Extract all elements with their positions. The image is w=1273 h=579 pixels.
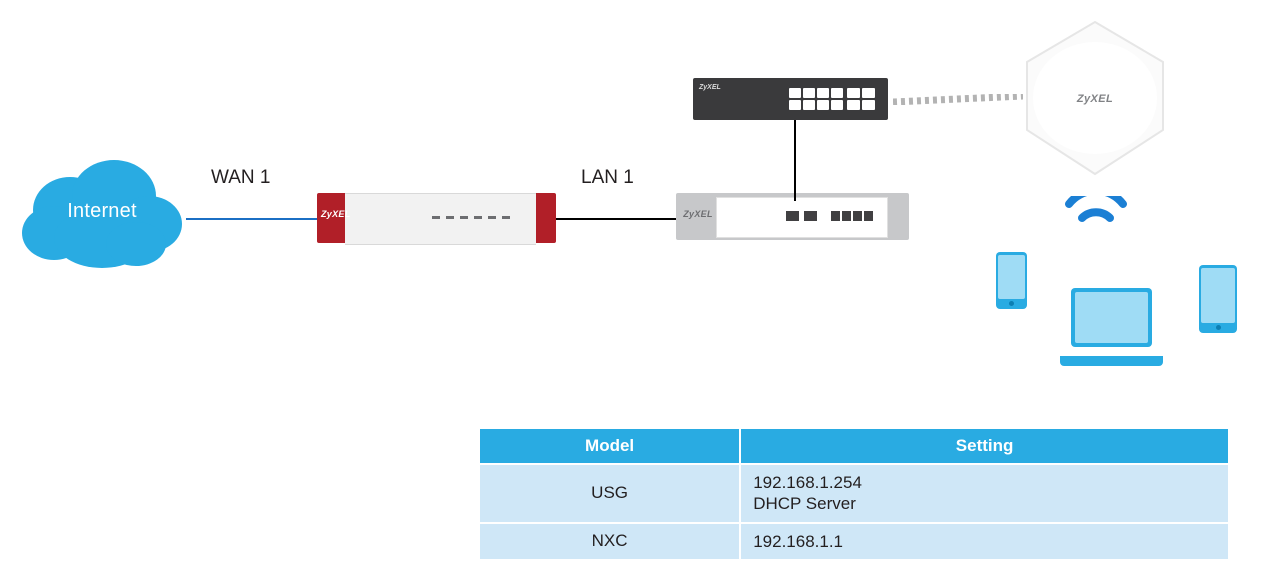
table-header-model: Model: [477, 427, 742, 465]
switch-icon: ZyXEL: [693, 78, 888, 120]
settings-table: Model Setting USG 192.168.1.254 DHCP Ser…: [477, 427, 1230, 561]
ap-brand-label: ZyXEL: [1076, 93, 1114, 105]
cloud-icon: [18, 158, 186, 276]
cell-model-usg: USG: [477, 463, 742, 524]
switch-brand-label: ZyXEL: [699, 84, 721, 91]
wifi-signal-icon: [1065, 186, 1127, 232]
cell-setting-usg: 192.168.1.254 DHCP Server: [739, 463, 1230, 524]
switch-to-nxc-line: [794, 120, 796, 201]
wan-link-label: WAN 1: [211, 167, 271, 188]
tablet-icon: [1199, 265, 1237, 333]
wan-link-line: [186, 218, 317, 220]
lan-link-line: [556, 218, 680, 220]
table-row: USG 192.168.1.254 DHCP Server: [477, 463, 1230, 524]
smartphone-icon: [996, 252, 1027, 309]
nxc-brand-label: ZyXEL: [683, 209, 713, 219]
usg-firewall-icon: ZyXEL: [317, 193, 556, 245]
usg-port-row: [432, 216, 510, 219]
internet-label: Internet: [67, 200, 137, 222]
switch-port-group-left: [789, 88, 843, 110]
usg-brand-label: ZyXEL: [321, 209, 351, 219]
table-row: NXC 192.168.1.1: [477, 521, 1230, 561]
table-header-row: Model Setting: [477, 427, 1230, 465]
cell-setting-nxc: 192.168.1.1: [739, 521, 1230, 561]
lan-link-label: LAN 1: [581, 167, 634, 188]
wireless-link-line: [892, 92, 1024, 106]
nxc-controller-icon: ZyXEL: [676, 193, 909, 240]
access-point-icon: [1011, 18, 1179, 180]
laptop-icon: [1060, 288, 1163, 366]
table-header-setting: Setting: [739, 427, 1230, 465]
switch-port-group-right: [847, 88, 875, 110]
cell-model-nxc: NXC: [477, 521, 742, 561]
